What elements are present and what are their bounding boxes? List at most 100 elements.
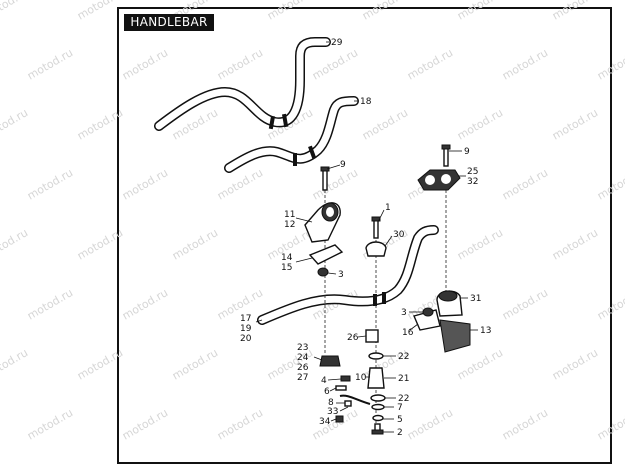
callout-labels: 29 18 9 9 25 32 11 12 1 30 14 15 3 31 17… — [240, 38, 491, 438]
watermark-text: motod.ru — [550, 106, 600, 142]
callout-13: 13 — [480, 326, 491, 336]
watermark-text: motod.ru — [500, 406, 550, 442]
callout-5: 5 — [397, 415, 403, 425]
callout-31: 31 — [470, 294, 481, 304]
watermark-text: motod.ru — [0, 0, 30, 23]
callout-7: 7 — [397, 403, 403, 413]
watermark-text: motod.ru — [405, 46, 455, 82]
callout-3-right: 3 — [401, 308, 407, 318]
callout-1: 1 — [385, 203, 391, 213]
bolt-1 — [371, 216, 381, 239]
callout-6: 6 — [324, 387, 330, 397]
watermark-text: motod.ru — [405, 406, 455, 442]
callout-11: 11 — [284, 210, 295, 220]
top-clamp-25-32 — [417, 169, 461, 191]
callout-3-left: 3 — [338, 270, 344, 280]
callout-24: 24 — [297, 353, 309, 363]
watermark-text: motod.ru — [500, 46, 550, 82]
watermark-text: motod.ru — [455, 346, 505, 382]
watermark-text: motod.ru — [360, 106, 410, 142]
watermark-text: motod.ru — [215, 166, 265, 202]
callout-27: 27 — [297, 373, 308, 383]
diagram-title: HANDLEBAR — [124, 14, 214, 31]
watermark-text: motod.ru — [215, 46, 265, 82]
washer-22-upper — [368, 352, 384, 360]
watermark-text: motod.ru — [25, 406, 75, 442]
callout-4: 4 — [321, 376, 327, 386]
switch-assembly-4-6-8 — [335, 375, 371, 407]
callout-26-lower: 26 — [297, 363, 309, 373]
callout-16: 16 — [402, 328, 414, 338]
watermark-text: motod.ru — [215, 406, 265, 442]
watermark-text: motod.ru — [75, 0, 125, 23]
callout-29: 29 — [331, 38, 343, 48]
watermark-text: motod.ru — [500, 166, 550, 202]
riser-14-15 — [308, 244, 344, 265]
watermark-text: motod.ru — [595, 286, 625, 322]
washer-22-lower — [370, 394, 386, 402]
washer-7 — [371, 403, 385, 411]
watermark-text: motod.ru — [360, 0, 410, 23]
watermark-text: motod.ru — [120, 406, 170, 442]
callout-34: 34 — [319, 417, 331, 427]
watermark-text: motod.ru — [455, 226, 505, 262]
callout-12: 12 — [284, 220, 295, 230]
bushing-3-right — [422, 307, 434, 317]
riser-23-24 — [319, 355, 341, 367]
watermark-text: motod.ru — [310, 46, 360, 82]
watermark-text: motod.ru — [170, 346, 220, 382]
watermark-text: motod.ru — [455, 106, 505, 142]
watermark-text: motod.ru — [120, 46, 170, 82]
watermark-text: motod.ru — [75, 226, 125, 262]
callout-15: 15 — [281, 263, 292, 273]
watermark-text: motod.ru — [120, 286, 170, 322]
watermark-text: motod.ru — [25, 286, 75, 322]
callout-32: 32 — [467, 177, 478, 187]
watermark-text: motod.ru — [265, 0, 315, 23]
bolt-9-left — [320, 166, 330, 191]
riser-31 — [436, 290, 463, 317]
spacer-10-21 — [367, 367, 385, 389]
handlebar-part-17 — [257, 225, 439, 325]
callout-18: 18 — [360, 97, 372, 107]
bushing-3-left — [317, 267, 329, 277]
callout-20: 20 — [240, 334, 252, 344]
callout-2: 2 — [397, 428, 403, 438]
watermark-text: motod.ru — [550, 226, 600, 262]
watermark-text: motod.ru — [25, 166, 75, 202]
callout-9-left: 9 — [340, 160, 346, 170]
watermark-text: motod.ru — [550, 346, 600, 382]
callout-10: 10 — [355, 373, 367, 383]
watermark-text: motod.ru — [0, 106, 30, 142]
handlebar-part-29 — [154, 37, 331, 131]
watermark-text: motod.ru — [25, 46, 75, 82]
watermark-text: motod.ru — [595, 166, 625, 202]
callout-23: 23 — [297, 343, 308, 353]
callout-33: 33 — [327, 407, 338, 417]
washer-5 — [372, 414, 384, 422]
bolt-9-right — [441, 144, 451, 167]
callout-19: 19 — [240, 324, 252, 334]
cover-13 — [439, 319, 471, 353]
watermark-text: motod.ru — [455, 0, 505, 23]
spacer-26 — [365, 329, 379, 343]
callout-8: 8 — [328, 398, 334, 408]
watermark-text: motod.ru — [0, 346, 30, 382]
riser-clamp-11-12 — [304, 202, 341, 243]
handlebar-part-18 — [224, 96, 359, 173]
callout-9-right: 9 — [464, 147, 470, 157]
watermark-text: motod.ru — [500, 286, 550, 322]
bolt-2 — [371, 423, 384, 435]
clamp-30 — [365, 241, 387, 257]
callout-17: 17 — [240, 314, 251, 324]
watermark-text: motod.ru — [595, 406, 625, 442]
callout-14: 14 — [281, 253, 293, 263]
watermark-text: motod.ru — [75, 106, 125, 142]
callout-22-lower: 22 — [398, 394, 409, 404]
watermark-text: motod.ru — [310, 166, 360, 202]
callout-30: 30 — [393, 230, 405, 240]
callout-25: 25 — [467, 167, 478, 177]
watermark-text: motod.ru — [550, 0, 600, 23]
leader-lines — [255, 41, 478, 433]
